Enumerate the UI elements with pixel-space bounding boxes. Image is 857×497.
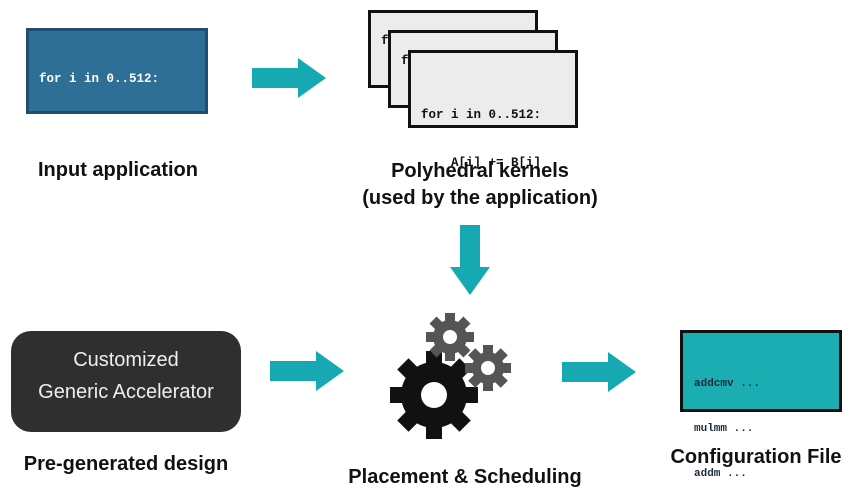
kernel-code: for i in 0..512: A[i] += B[i] — [421, 75, 541, 187]
pre-generated-design-label: Pre-generated design — [23, 453, 229, 475]
config-code-line: mulmm ... — [694, 423, 754, 435]
config-file-box — [680, 330, 842, 412]
input-code-box — [26, 28, 208, 114]
right-arrow-icon — [562, 352, 636, 392]
down-arrow-icon — [450, 225, 490, 295]
accelerator-title-line1: Customized — [73, 349, 179, 371]
kernel-card-front — [408, 50, 578, 128]
small-gear-icon — [426, 313, 474, 361]
input-code-line: A[i] += B[i] — [39, 120, 160, 134]
input-code-line: for i in 0..512: — [39, 72, 160, 86]
input-code-line: for i in 0..512: — [39, 168, 160, 182]
configuration-file-label: Configuration File — [670, 446, 842, 468]
input-code: for i in 0..512: A[i] += B[i] for i in 0… — [39, 39, 159, 247]
config-code-line: addcmv ... — [694, 378, 761, 390]
large-gear-icon — [390, 351, 478, 439]
kernel-card-back-text: f — [381, 34, 389, 48]
config-code: addcmv ... mulmm ... addm ... — [694, 347, 760, 497]
placement-scheduling-label: Placement & Scheduling — [348, 466, 582, 488]
config-code-line: addm ... — [694, 468, 747, 480]
accelerator-title-line2: Generic Accelerator — [38, 381, 214, 403]
right-arrow-icon — [252, 58, 326, 98]
gears-icon — [390, 313, 511, 439]
input-application-label: Input application — [38, 159, 198, 181]
accelerator-box — [11, 331, 241, 432]
kernel-code-line: for i in 0..512: — [421, 108, 542, 122]
input-code-line: out += A[i] — [39, 216, 152, 230]
kernel-code-line: A[i] += B[i] — [421, 156, 542, 170]
kernel-card-middle-text: f — [401, 54, 409, 68]
polyhedral-kernels-label: Polyhedral kernels — [391, 160, 569, 182]
small-gear-icon — [465, 345, 511, 391]
polyhedral-kernels-sublabel: (used by the application) — [362, 187, 598, 209]
right-arrow-icon — [270, 351, 344, 391]
